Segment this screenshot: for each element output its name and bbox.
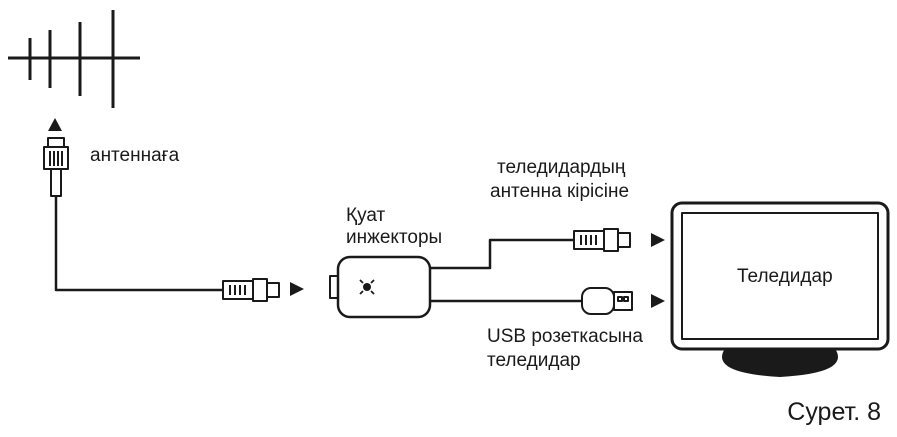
right-arrow-icon-input bbox=[290, 282, 304, 296]
label-usb-line2: теледидар bbox=[487, 350, 581, 371]
figure-caption: Сурет. 8 bbox=[787, 398, 881, 426]
tv-antenna-cable bbox=[430, 238, 574, 270]
tv-stand bbox=[722, 348, 838, 377]
tv-screen-label: Теледидар bbox=[737, 266, 833, 287]
label-usb-line1: USB розеткасына bbox=[487, 326, 643, 347]
tv-set bbox=[670, 201, 890, 377]
label-to-antenna: антеннаға bbox=[90, 145, 180, 166]
antenna-icon bbox=[8, 10, 140, 108]
coax-plug-icon-antenna bbox=[43, 137, 69, 197]
led-indicator-icon bbox=[359, 279, 375, 295]
power-injector bbox=[329, 255, 432, 319]
up-arrow-icon bbox=[48, 118, 62, 131]
label-tv-input-line2: антенна кірісіне bbox=[490, 181, 630, 202]
coax-plug-icon-input bbox=[222, 278, 280, 302]
label-injector-line2: инжекторы bbox=[346, 227, 443, 248]
coax-plug-icon-tv bbox=[573, 228, 631, 252]
right-arrow-icon-usb bbox=[651, 294, 665, 308]
antenna-cable bbox=[54, 196, 223, 292]
usb-plug-icon bbox=[581, 287, 633, 315]
right-arrow-icon-tv bbox=[651, 233, 665, 247]
label-tv-input-line1: теледидардың bbox=[497, 157, 626, 178]
label-injector-line1: Қуат bbox=[346, 205, 386, 226]
